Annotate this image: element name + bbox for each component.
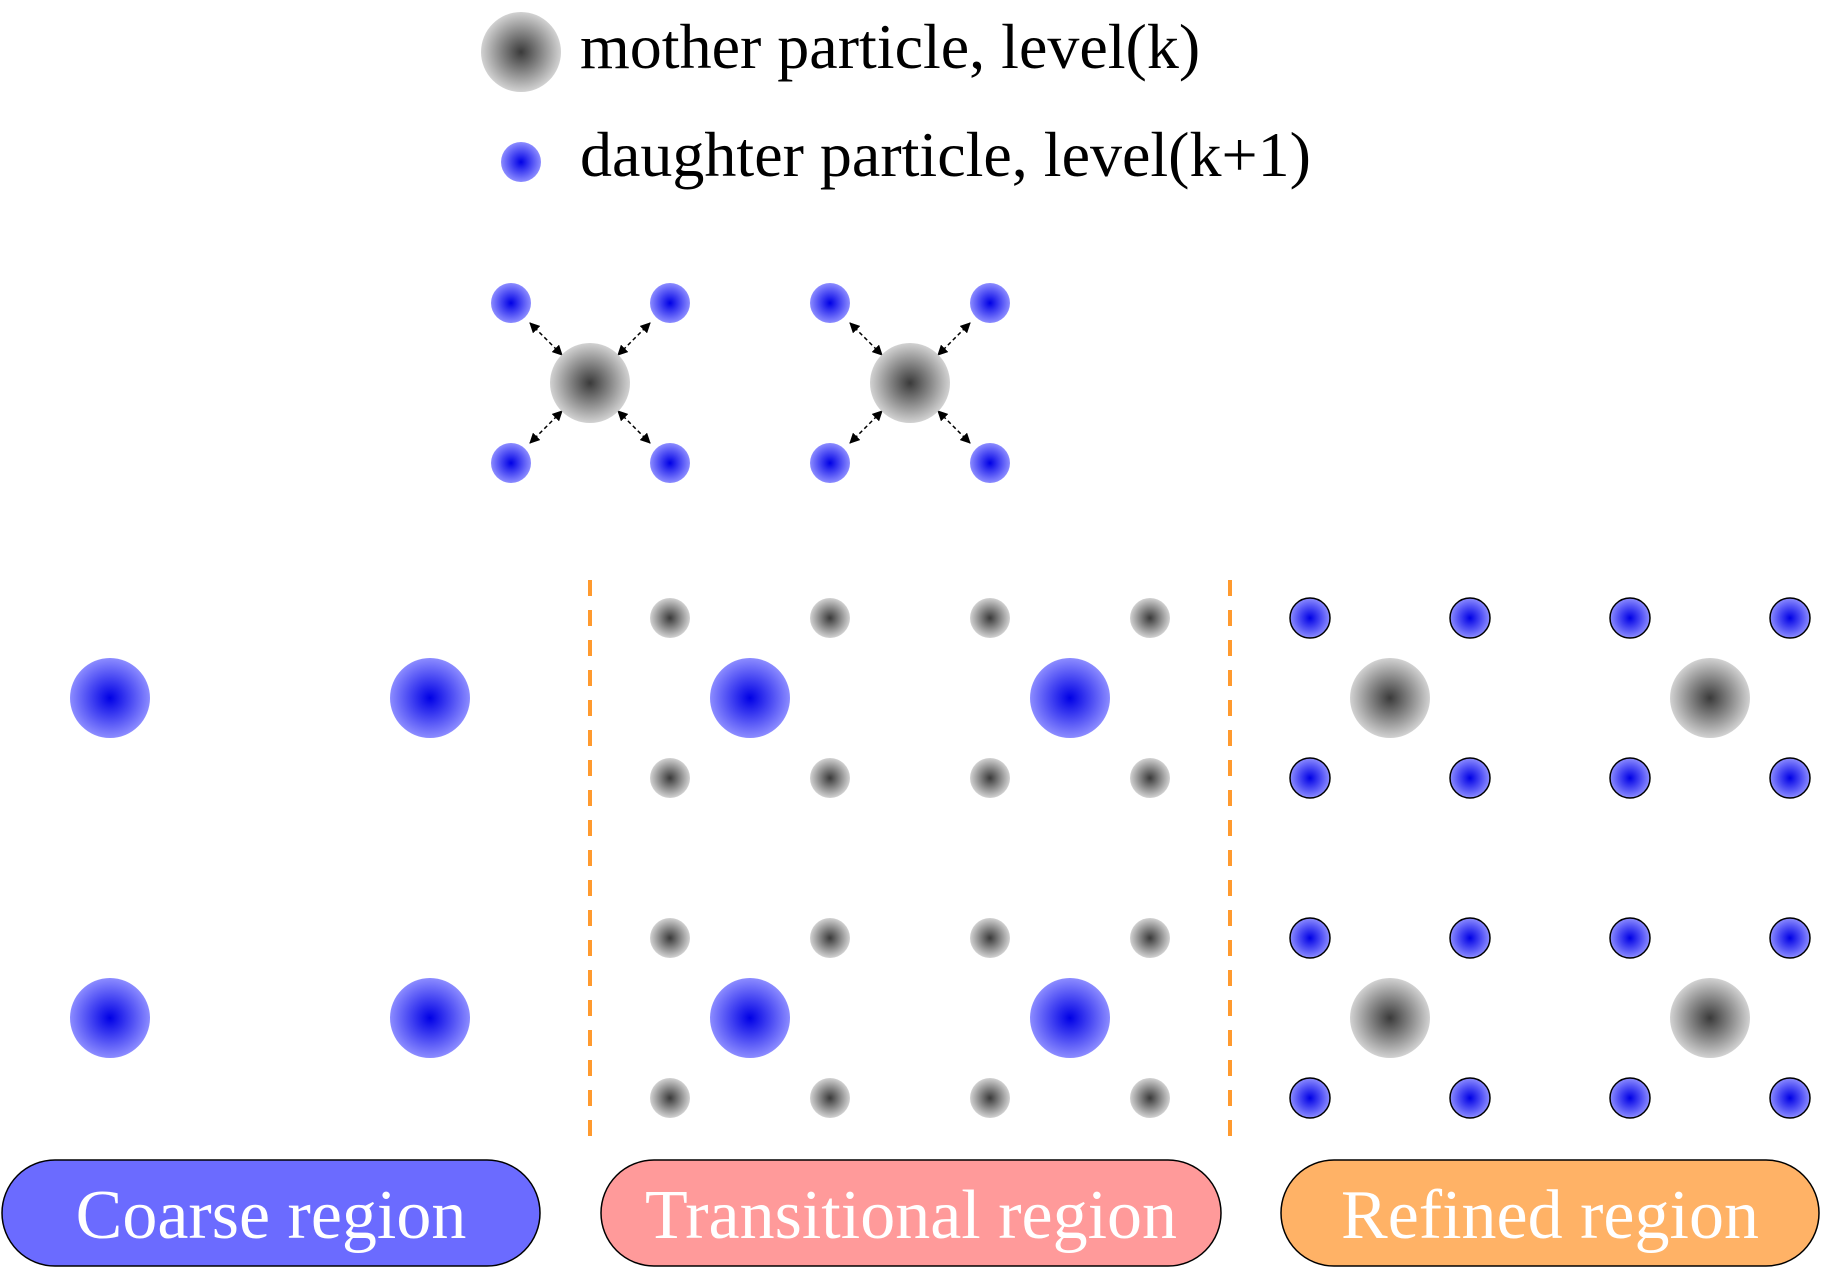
daughter-particle — [970, 283, 1010, 323]
refined-blue-small-particle — [1289, 917, 1331, 959]
refined-grey-particle — [1350, 978, 1430, 1058]
split-arrow — [849, 322, 883, 356]
refined-blue-small-particle — [1609, 917, 1651, 959]
daughter-particle — [810, 443, 850, 483]
split-arrow — [937, 410, 971, 444]
transitional-blue-particle — [1030, 978, 1110, 1058]
transitional-grey-small-particle — [970, 1078, 1010, 1118]
refined-blue-small-particle — [1609, 597, 1651, 639]
refined-blue-small-particle — [1449, 917, 1491, 959]
daughter-particle — [491, 283, 531, 323]
coarse-blue-particle — [390, 978, 470, 1058]
transitional-grey-small-particle — [810, 758, 850, 798]
daughter-particle — [650, 283, 690, 323]
transitional-grey-small-particle — [650, 758, 690, 798]
refined-grey-particle — [1670, 978, 1750, 1058]
coarse-region-label: Coarse region — [76, 1177, 467, 1254]
transitional-blue-particle — [1030, 658, 1110, 738]
daughter-particle — [810, 283, 850, 323]
mother-particle — [870, 343, 950, 423]
split-arrow — [529, 322, 563, 356]
transitional-grey-small-particle — [970, 598, 1010, 638]
transitional-grey-small-particle — [810, 918, 850, 958]
split-group-left — [491, 283, 690, 483]
mother-particle-legend-icon — [481, 12, 561, 92]
daughter-particle — [970, 443, 1010, 483]
transitional-grey-small-particle — [1130, 758, 1170, 798]
refined-blue-small-particle — [1769, 597, 1811, 639]
split-arrow — [617, 322, 651, 356]
refined-blue-small-particle — [1609, 1077, 1651, 1119]
splitting-illustration — [491, 283, 1010, 483]
transitional-region-badge: Transitional region — [600, 1159, 1222, 1267]
transitional-region-label: Transitional region — [645, 1177, 1177, 1254]
transitional-grey-small-particle — [650, 598, 690, 638]
refined-blue-small-particle — [1449, 1077, 1491, 1119]
split-arrow — [529, 410, 563, 444]
refined-grey-particle — [1350, 658, 1430, 738]
mother-particle-legend-label: mother particle, level(k) — [580, 11, 1200, 82]
refined-grey-particle — [1670, 658, 1750, 738]
transitional-grey-small-particle — [810, 598, 850, 638]
refined-blue-small-particle — [1449, 597, 1491, 639]
split-group-right — [810, 283, 1010, 483]
refined-blue-small-particle — [1449, 757, 1491, 799]
daughter-particle-legend-label: daughter particle, level(k+1) — [580, 119, 1311, 190]
daughter-particle — [650, 443, 690, 483]
mother-particle — [550, 343, 630, 423]
transitional-grey-small-particle — [1130, 918, 1170, 958]
transitional-grey-small-particle — [650, 1078, 690, 1118]
refined-blue-small-particle — [1609, 757, 1651, 799]
transitional-blue-particle — [710, 978, 790, 1058]
transitional-blue-particle — [710, 658, 790, 738]
split-arrow — [849, 410, 883, 444]
refined-blue-small-particle — [1769, 757, 1811, 799]
refined-blue-small-particle — [1289, 1077, 1331, 1119]
split-arrow — [937, 322, 971, 356]
coarse-blue-particle — [70, 658, 150, 738]
legend: mother particle, level(k) daughter parti… — [481, 11, 1311, 190]
transitional-grey-small-particle — [970, 918, 1010, 958]
coarse-blue-particle — [70, 978, 150, 1058]
daughter-particle-legend-icon — [501, 142, 541, 182]
coarse-region-badge: Coarse region — [1, 1159, 541, 1267]
refined-blue-small-particle — [1289, 757, 1331, 799]
refined-region-particles — [1289, 597, 1811, 1119]
split-arrow — [617, 410, 651, 444]
daughter-particle — [491, 443, 531, 483]
transitional-region-particles — [650, 598, 1170, 1118]
refined-blue-small-particle — [1769, 917, 1811, 959]
transitional-grey-small-particle — [650, 918, 690, 958]
refined-blue-small-particle — [1769, 1077, 1811, 1119]
transitional-grey-small-particle — [1130, 598, 1170, 638]
coarse-blue-particle — [390, 658, 470, 738]
transitional-grey-small-particle — [810, 1078, 850, 1118]
transitional-grey-small-particle — [970, 758, 1010, 798]
refined-blue-small-particle — [1289, 597, 1331, 639]
refined-region-label: Refined region — [1341, 1177, 1759, 1254]
refined-region-badge: Refined region — [1280, 1159, 1820, 1267]
coarse-region-particles — [70, 658, 470, 1058]
transitional-grey-small-particle — [1130, 1078, 1170, 1118]
